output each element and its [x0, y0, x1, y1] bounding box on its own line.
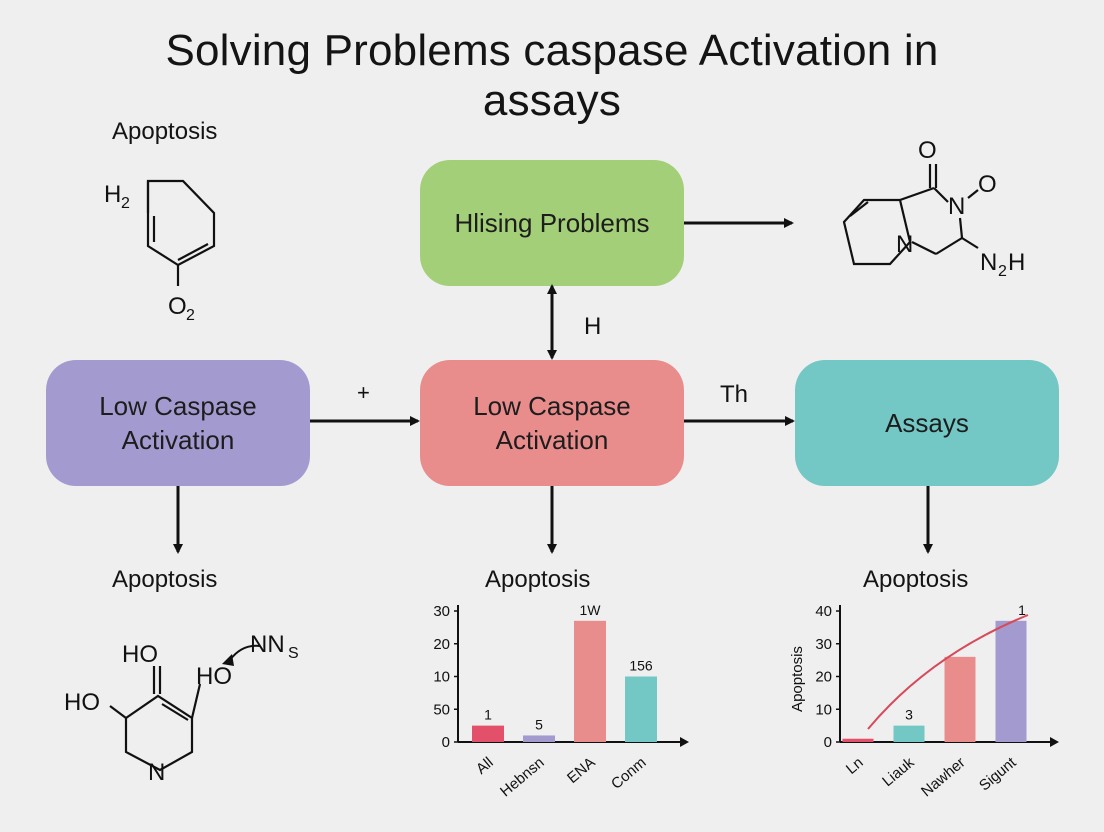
mol-nns: NN [250, 631, 285, 658]
molecule-bottom-left: HO HO HO N NN S [64, 631, 299, 786]
apoptosis-label-bottom-mid: Apoptosis [485, 566, 591, 593]
y-tick-label: 40 [815, 603, 832, 620]
bar [944, 656, 976, 742]
trend-curve [867, 614, 1029, 730]
box-top-text: Hlising Problems [454, 208, 650, 238]
y-tick-label: 0 [824, 734, 832, 751]
box-assays: Assays [795, 360, 1059, 486]
mol-o2-sub: 2 [186, 307, 195, 324]
y-tick-label: 30 [815, 636, 832, 653]
molecule-top-right: O N O N N 2 H [842, 137, 1025, 280]
molecule-top-left: H 2 O 2 [104, 179, 216, 324]
arrow-label-plus: + [357, 380, 370, 405]
box-mid-text: Low Caspase Activation [473, 391, 631, 455]
box-right-text: Assays [885, 408, 969, 438]
title-line-2: assays [482, 76, 622, 125]
y-tick-label: 20 [815, 669, 832, 686]
y-tick-label: 10 [433, 669, 450, 686]
x-axis-arrowhead [680, 737, 689, 747]
bar [472, 725, 504, 742]
box-left-text: Low Caspase Activation [99, 391, 257, 455]
x-tick-label: Conm [608, 754, 650, 793]
data-label: 156 [629, 658, 653, 674]
y-tick-label: 10 [815, 701, 832, 718]
bar [523, 735, 555, 742]
x-tick-label: ENA [564, 754, 599, 787]
mol-h2-sub: 2 [121, 195, 130, 212]
data-label: 3 [905, 707, 913, 723]
arrow-label-h: H [584, 313, 601, 340]
bar [893, 725, 925, 742]
apoptosis-label-bottom-left: Apoptosis [112, 566, 218, 593]
arrow-label-th: Th [720, 381, 748, 408]
y-tick-label: 30 [433, 603, 450, 620]
apoptosis-label-top-left: Apoptosis [112, 118, 218, 145]
box-hlising-problems: Hlising Problems [420, 160, 684, 286]
title-line-1: Solving Problems caspase Activation in [165, 26, 939, 75]
mol-ho-3: HO [196, 663, 232, 690]
x-tick-label: Sigunt [976, 754, 1020, 795]
y-tick-label: 0 [442, 734, 450, 751]
x-tick-label: Liauk [879, 754, 918, 790]
mol-h2: H [104, 181, 121, 208]
y-tick-label: 50 [433, 701, 450, 718]
x-tick-label: Ln [843, 754, 867, 778]
mol-nh-sub: 2 [998, 263, 1007, 280]
apoptosis-label-bottom-right: Apoptosis [863, 566, 969, 593]
bar [574, 620, 606, 742]
bar [625, 676, 657, 742]
y-axis-label: Apoptosis [789, 646, 806, 712]
data-label: 5 [535, 716, 543, 732]
page-title: Solving Problems caspase Activation in a… [0, 26, 1104, 126]
mol-nh: N [980, 249, 997, 276]
curve-label: 1 [1018, 602, 1026, 618]
mol-n: N [896, 231, 913, 258]
y-tick-label: 20 [433, 636, 450, 653]
mol-ho-2: HO [64, 689, 100, 716]
data-label: 1 [484, 707, 492, 723]
box-low-caspase-left: Low Caspase Activation [46, 360, 310, 486]
box-low-caspase-mid: Low Caspase Activation [420, 360, 684, 486]
mol-ho-1: HO [122, 641, 158, 668]
x-tick-label: Nawher [918, 754, 969, 800]
x-axis-arrowhead [1050, 737, 1059, 747]
mol-o-top: O [918, 137, 937, 164]
mol-nns-sub: S [288, 645, 299, 662]
mol-n: N [148, 759, 165, 786]
bar [995, 620, 1027, 742]
x-tick-label: Hebnsn [497, 754, 548, 800]
mol-n-o: N [948, 193, 965, 220]
mol-o2: O [168, 293, 187, 320]
x-tick-label: All [473, 754, 497, 778]
bar [842, 738, 874, 742]
mol-o-right: O [978, 171, 997, 198]
mol-h: H [1008, 249, 1025, 276]
data-label: 1W [580, 602, 602, 618]
